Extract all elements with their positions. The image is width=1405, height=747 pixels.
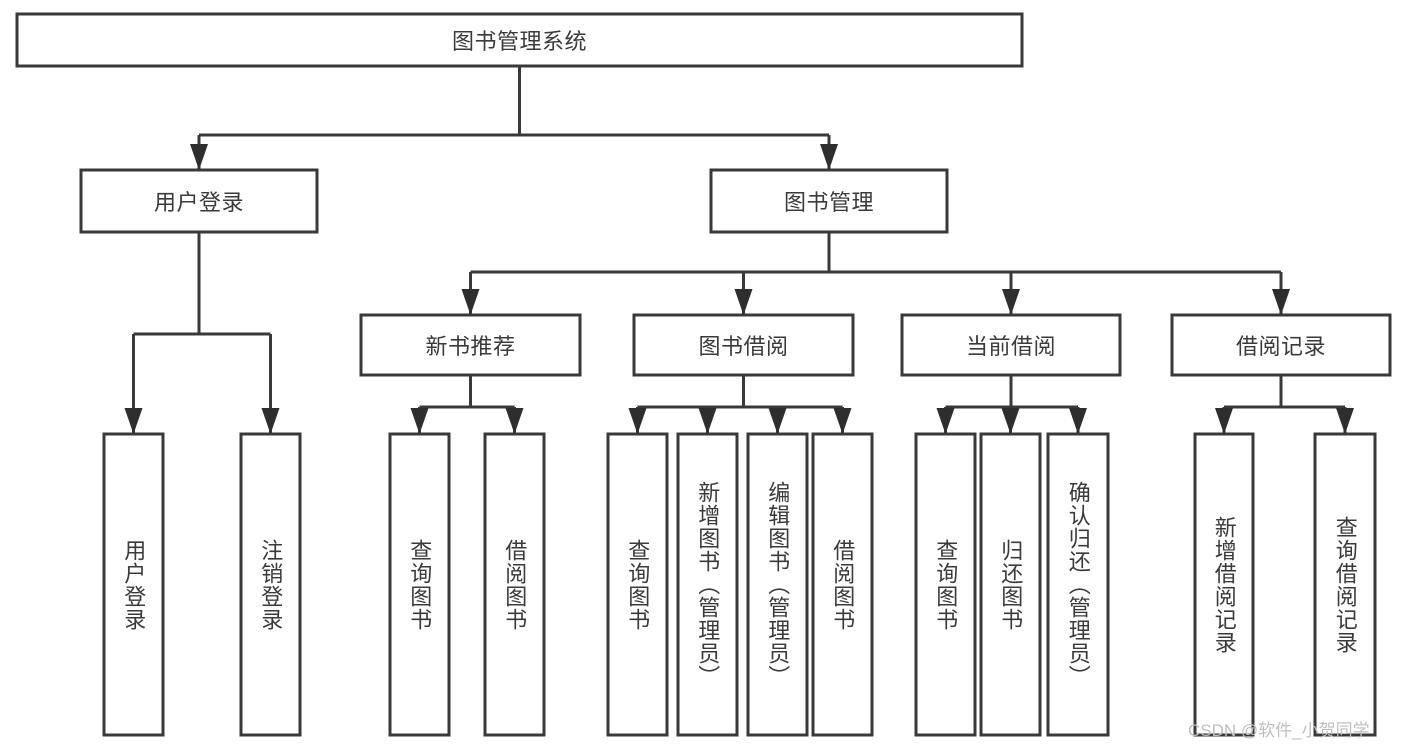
arrow-leaf-add-borrow-record (1215, 408, 1233, 434)
node-box-leaf-user-logout (239, 432, 302, 737)
node-box-current-borrow (900, 313, 1122, 377)
arrow-book-borrow (734, 289, 753, 315)
arrow-current-borrow (1002, 289, 1020, 315)
node-box-new-book-recommend (359, 313, 582, 377)
arrow-leaf-borrow-book (833, 408, 852, 434)
node-box-leaf-add-borrow-record (1193, 432, 1255, 737)
arrow-borrow-record (1272, 289, 1290, 315)
node-rectangles (15, 12, 1392, 737)
arrow-leaf-user-logout (261, 408, 280, 434)
node-box-leaf-query-book-rec (388, 432, 451, 737)
arrow-user-login (190, 144, 208, 170)
arrow-leaf-query-book-current (936, 408, 955, 434)
watermark-text: CSDN @软件_小贺同学 (1188, 721, 1370, 740)
arrow-leaf-confirm-return (1069, 408, 1087, 434)
arrow-leaf-user-login (124, 408, 143, 434)
arrow-leaf-edit-book (768, 408, 787, 434)
arrow-leaf-query-borrow-record (1336, 408, 1354, 434)
node-box-leaf-query-book-current (914, 432, 977, 737)
arrow-leaf-return-book (1001, 408, 1020, 434)
node-box-book-manage (709, 168, 949, 234)
arrow-leaf-borrow-book-rec (505, 408, 524, 434)
connector-lines (132, 66, 1347, 434)
arrow-new-book-recommend (461, 289, 480, 315)
node-box-leaf-confirm-return (1046, 432, 1110, 737)
node-box-leaf-edit-book (746, 432, 809, 737)
node-box-user-login (79, 168, 319, 234)
arrow-book-manage (820, 144, 838, 170)
node-box-leaf-query-book-borrow (606, 432, 669, 737)
arrow-leaf-add-book (698, 408, 717, 434)
node-box-leaf-borrow-book-rec (483, 432, 546, 737)
arrow-leaf-query-book-borrow (628, 408, 647, 434)
node-box-leaf-return-book (979, 432, 1042, 737)
arrow-leaf-query-book-rec (410, 408, 429, 434)
node-box-root (15, 12, 1024, 68)
node-box-leaf-borrow-book (811, 432, 874, 737)
node-box-borrow-record (1170, 313, 1392, 377)
node-box-leaf-user-login (102, 432, 165, 737)
node-box-leaf-add-book (676, 432, 739, 737)
node-box-book-borrow (632, 313, 855, 377)
arrow-heads (124, 144, 1354, 434)
node-box-leaf-query-borrow-record (1313, 432, 1377, 737)
